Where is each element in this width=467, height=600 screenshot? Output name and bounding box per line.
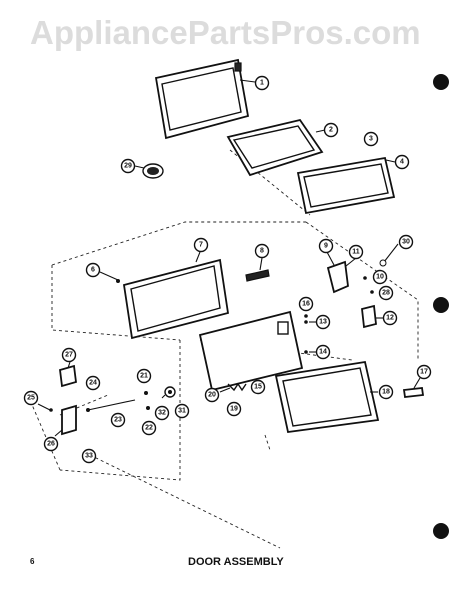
part-door-glass: [274, 360, 380, 434]
callout-18: 18: [378, 384, 394, 400]
callout-17-label: 17: [420, 369, 428, 376]
callout-20: 20: [204, 387, 220, 403]
callout-21-label: 21: [140, 373, 148, 380]
part-screw-lower: [37, 403, 53, 412]
callout-27-label: 27: [65, 352, 73, 359]
part-lower-bracket: [59, 361, 77, 388]
callout-24-label: 24: [89, 380, 97, 387]
callout-15: 15: [250, 379, 266, 395]
callout-29-label: 29: [124, 163, 132, 170]
callout-13: 13: [315, 314, 331, 330]
callout-22: 22: [141, 420, 157, 436]
punch-hole-middle: [433, 297, 449, 313]
callout-29: 29: [120, 158, 136, 174]
part-hinge: [54, 404, 77, 437]
callout-3: 3: [363, 131, 379, 147]
diagram-title: DOOR ASSEMBLY: [188, 556, 284, 568]
part-rod: [86, 399, 136, 412]
callout-19: 19: [226, 401, 242, 417]
callout-7-label: 7: [199, 242, 203, 249]
callout-25-label: 25: [27, 395, 35, 402]
callout-17: 17: [416, 364, 432, 380]
callout-11-label: 11: [352, 249, 360, 256]
callout-27: 27: [61, 347, 77, 363]
callout-32: 32: [154, 405, 170, 421]
callout-22-label: 22: [145, 425, 153, 432]
callout-18-label: 18: [382, 389, 390, 396]
callout-28: 28: [378, 285, 394, 301]
part-spring: [219, 382, 247, 393]
callout-19-label: 19: [230, 406, 238, 413]
callout-3-label: 3: [369, 136, 373, 143]
callout-32-label: 32: [158, 410, 166, 417]
part-outer-frame: [154, 58, 256, 140]
callout-11: 11: [348, 244, 364, 260]
watermark-text: AppliancePartsPros.com: [30, 14, 421, 51]
callout-33-label: 33: [85, 453, 93, 460]
punch-hole-top: [433, 74, 449, 90]
callout-14: 14: [315, 344, 331, 360]
callout-25: 25: [23, 390, 39, 406]
callout-15-label: 15: [254, 384, 262, 391]
part-latch-block: [361, 304, 383, 329]
part-glass-panel: [296, 156, 396, 215]
part-screw-left: [99, 271, 120, 283]
part-inner-panel: [198, 310, 304, 392]
callout-26-label: 26: [47, 441, 55, 448]
callout-10-label: 10: [376, 274, 384, 281]
callout-9-label: 9: [324, 243, 328, 250]
callout-33: 33: [81, 448, 97, 464]
callout-4: 4: [394, 154, 410, 170]
part-liner: [226, 118, 326, 177]
callout-10: 10: [372, 269, 388, 285]
callout-8-label: 8: [260, 248, 264, 255]
callout-24: 24: [85, 375, 101, 391]
part-door-frame: [122, 251, 230, 340]
callout-20-label: 20: [208, 392, 216, 399]
callout-16: 16: [298, 296, 314, 312]
page-number: 6: [30, 557, 35, 566]
callout-7: 7: [193, 237, 209, 253]
callout-9: 9: [318, 238, 334, 254]
callout-6: 6: [85, 262, 101, 278]
callout-23-label: 23: [114, 417, 122, 424]
callout-1-label: 1: [260, 80, 264, 87]
callout-31-label: 31: [178, 408, 186, 415]
callout-8: 8: [254, 243, 270, 259]
callout-2: 2: [323, 122, 339, 138]
punch-hole-bottom: [433, 523, 449, 539]
callout-21: 21: [136, 368, 152, 384]
callout-23: 23: [110, 412, 126, 428]
callout-30: 30: [398, 234, 414, 250]
part-washers: [144, 386, 176, 410]
callout-12: 12: [382, 310, 398, 326]
callout-4-label: 4: [400, 159, 404, 166]
callout-26: 26: [43, 436, 59, 452]
part-handle-insert: [402, 377, 425, 398]
part-knob: [134, 163, 164, 179]
callout-14-label: 14: [319, 349, 327, 356]
callout-30-label: 30: [402, 239, 410, 246]
callout-13-label: 13: [319, 319, 327, 326]
part-fasteners: [304, 314, 316, 354]
callout-12-label: 12: [386, 315, 394, 322]
callout-6-label: 6: [91, 267, 95, 274]
callout-31: 31: [174, 403, 190, 419]
part-hinge-bracket: [245, 257, 270, 282]
callout-1: 1: [254, 75, 270, 91]
callout-28-label: 28: [382, 290, 390, 297]
callout-2-label: 2: [329, 127, 333, 134]
part-latch: [326, 243, 399, 294]
callout-16-label: 16: [302, 301, 310, 308]
